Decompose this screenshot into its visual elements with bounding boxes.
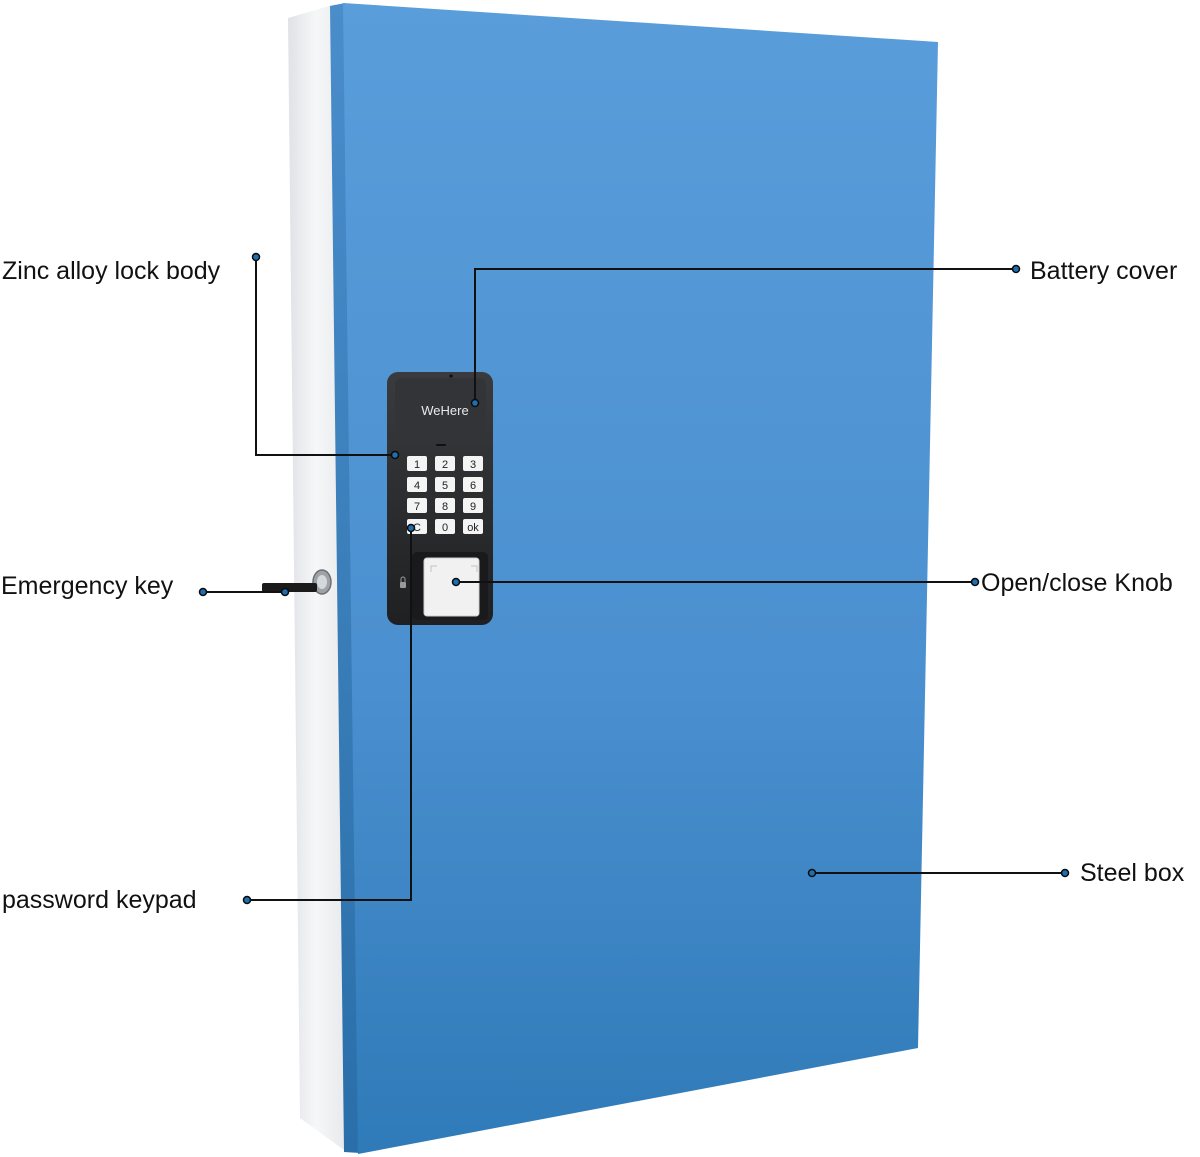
keypad-key-label: 3 xyxy=(470,459,476,471)
dot-steel-start xyxy=(807,868,817,878)
box-front-edge xyxy=(330,3,360,1153)
keypad-key-label: 2 xyxy=(442,459,448,471)
open-close-knob xyxy=(423,557,480,617)
keypad-key-label: 4 xyxy=(414,480,420,492)
keypad-keys: 1 2 3 4 5 6 7 8 9C 0 ok xyxy=(407,456,483,534)
brand-logo: WeHere xyxy=(421,403,468,418)
dot-knob-start xyxy=(451,577,461,587)
label-password-keypad: password keypad xyxy=(2,886,197,914)
keypad-key-label: 7 xyxy=(414,501,420,513)
battery-cover xyxy=(395,378,486,440)
callout-dots xyxy=(198,252,1070,905)
keypad-key xyxy=(463,498,483,513)
label-steel-box: Steel box xyxy=(1080,859,1185,887)
callout-lines xyxy=(203,257,1065,901)
keypad-key-label: 9 xyxy=(470,501,476,513)
dot-zinc-end xyxy=(390,450,400,460)
dot-battery-start xyxy=(1011,264,1021,274)
emergency-key xyxy=(262,583,317,592)
dot-emergency-end xyxy=(280,587,290,597)
keypad-key-label: 5 xyxy=(442,480,448,492)
emergency-key-lock xyxy=(262,569,332,595)
keypad-key xyxy=(435,477,455,492)
lock-icon xyxy=(400,582,406,588)
keypad-key-label: 0 xyxy=(442,522,448,534)
keypad-key xyxy=(407,477,427,492)
dot-emergency-start xyxy=(198,587,208,597)
keypad-key xyxy=(463,456,483,471)
keypad-key xyxy=(463,519,483,534)
keypad-key xyxy=(407,456,427,471)
dot-steel-end xyxy=(1060,868,1070,878)
dot-zinc-start xyxy=(251,252,261,262)
dot-keypad-end xyxy=(406,523,416,533)
dot-keypad-start xyxy=(242,895,252,905)
keypad-key xyxy=(435,456,455,471)
label-zinc-alloy-lock-body: Zinc alloy lock body xyxy=(2,257,221,285)
keypad-key-label: 8 xyxy=(442,501,448,513)
keypad-key-label: 6 xyxy=(470,480,476,492)
keypad-key xyxy=(463,477,483,492)
keypad-key-label: 1 xyxy=(414,459,420,471)
label-emergency-key: Emergency key xyxy=(1,572,174,600)
keypad-lock: WeHere 1 2 3 4 5 6 7 8 9C 0 ok xyxy=(387,372,493,625)
callout-line-zinc xyxy=(255,257,395,456)
keypad-key xyxy=(435,498,455,513)
label-open-close-knob: Open/close Knob xyxy=(981,569,1173,597)
callout-line-keypad xyxy=(247,528,412,901)
keypad-key xyxy=(407,498,427,513)
keypad-key-label: ok xyxy=(467,522,479,534)
dot-knob-end xyxy=(970,577,980,587)
box-front-face xyxy=(343,3,938,1154)
dot-battery-end xyxy=(470,398,480,408)
keypad-key xyxy=(435,519,455,534)
keypad-key-label: C xyxy=(413,522,421,534)
callout-line-battery xyxy=(474,268,1016,403)
label-battery-cover: Battery cover xyxy=(1030,257,1178,285)
